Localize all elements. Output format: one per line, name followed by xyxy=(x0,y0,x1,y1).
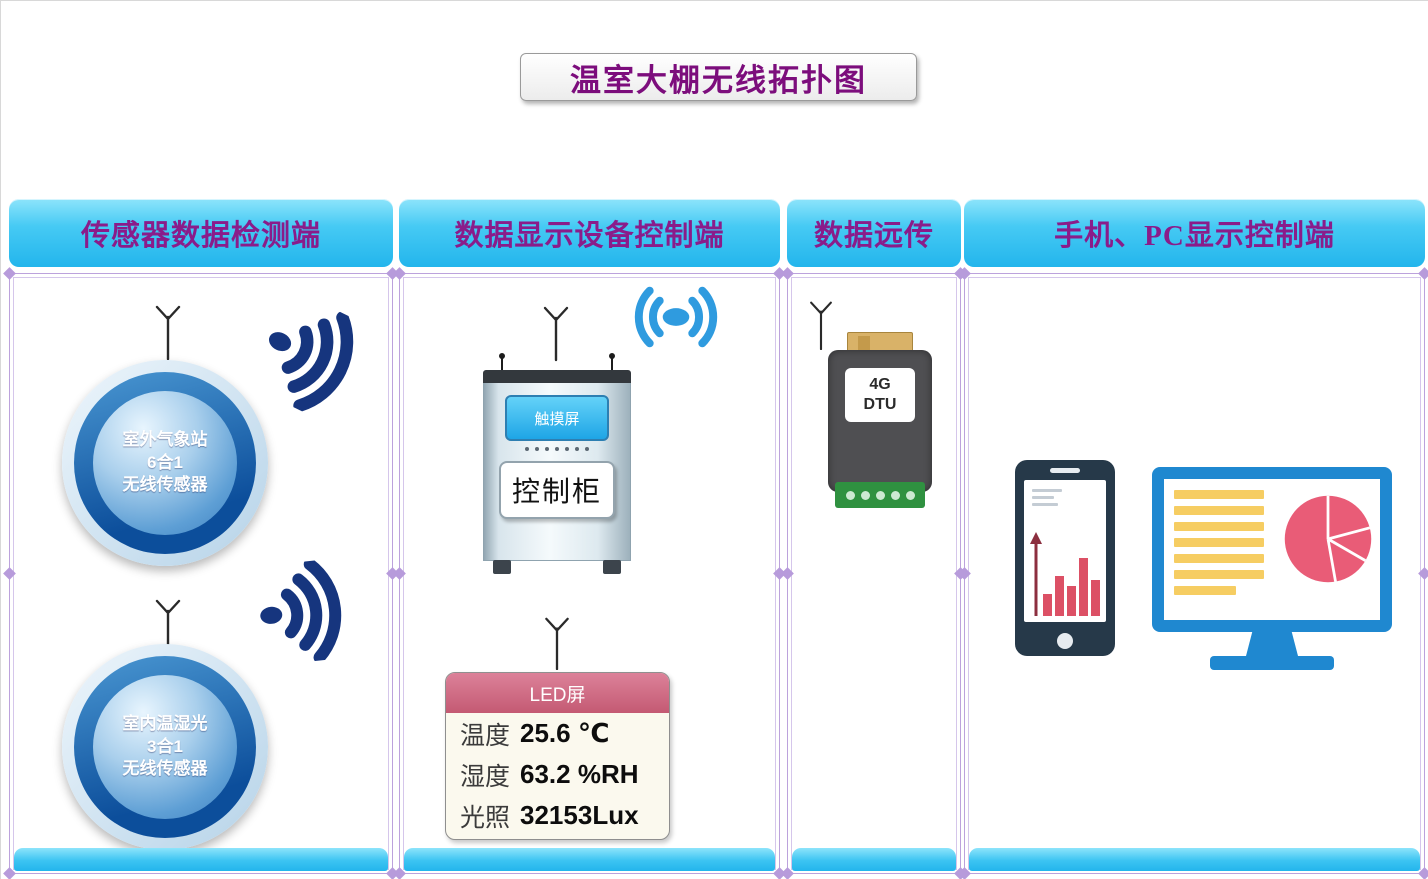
touch-screen-label: 触摸屏 xyxy=(534,410,580,428)
phone-screen xyxy=(1024,480,1106,622)
sensor-outer-ring: 室外气象站 6合1 无线传感器 xyxy=(62,360,268,566)
antenna-icon xyxy=(539,616,575,670)
dtu-device: 4G DTU xyxy=(828,332,932,522)
dtu-body: 4G DTU xyxy=(828,350,932,492)
frame-ornament xyxy=(3,267,16,280)
terminal-screw xyxy=(860,490,870,500)
led-display-panel: LED屏 温度 25.6 ℃ 湿度 63.2 %RH 光照 32153Lux xyxy=(445,672,670,840)
terminal-screw xyxy=(890,490,900,500)
panel-sensors: 室外气象站 6合1 无线传感器 xyxy=(3,267,399,879)
wifi-signal-icon xyxy=(244,288,413,443)
frame-ornament xyxy=(781,267,794,280)
outdoor-sensor-node: 室外气象站 6合1 无线传感器 xyxy=(62,360,268,566)
led-row-temperature: 温度 25.6 ℃ xyxy=(446,713,669,754)
panel-display-control: 触摸屏 控制柜 LED屏 温度 25.6 ℃ xyxy=(393,267,786,879)
antenna-icon xyxy=(804,300,838,350)
desktop-monitor-icon xyxy=(1152,467,1392,672)
monitor-text-lines xyxy=(1174,490,1264,602)
footer-band xyxy=(969,848,1420,871)
monitor-pie-chart xyxy=(1282,493,1374,585)
column-header-label: 数据远传 xyxy=(813,220,934,252)
sensor-label: 室内温湿光 3合1 无线传感器 xyxy=(93,675,237,819)
wifi-signal-icon xyxy=(247,553,397,667)
monitor-frame xyxy=(1152,467,1392,632)
sensor-label-line: 6合1 xyxy=(147,452,183,472)
phone-text-line xyxy=(1032,496,1054,499)
frame-ornament xyxy=(1418,267,1428,280)
column-header-phone-pc: 手机、PC显示控制端 xyxy=(964,199,1425,267)
terminal-screw xyxy=(845,490,855,500)
frame-ornament xyxy=(393,566,406,580)
broadcast-icon xyxy=(602,286,750,348)
column-header-label: 手机、PC显示控制端 xyxy=(1054,220,1335,252)
indoor-sensor-node: 室内温湿光 3合1 无线传感器 xyxy=(62,644,268,850)
antenna-icon xyxy=(538,304,574,362)
dtu-label: 4G DTU xyxy=(845,368,915,422)
terminal-screw xyxy=(875,490,885,500)
phone-text-line xyxy=(1032,503,1058,506)
panel-remote-transmission: 4G DTU xyxy=(781,267,967,879)
phone-text-line xyxy=(1032,489,1062,492)
smartphone-icon xyxy=(1015,460,1115,656)
frame-ornament xyxy=(3,566,16,580)
phone-bar-chart xyxy=(1026,516,1104,620)
led-metric-value: 25.6 ℃ xyxy=(520,718,610,748)
footer-band xyxy=(792,848,956,871)
led-metric-name: 温度 xyxy=(460,722,511,750)
cabinet-body: 触摸屏 控制柜 xyxy=(483,383,631,561)
cabinet-label: 控制柜 xyxy=(499,461,615,519)
cabinet-foot xyxy=(493,560,511,574)
column-header-sensors: 传感器数据检测端 xyxy=(9,199,393,267)
frame-ornament xyxy=(1418,566,1428,580)
touch-screen: 触摸屏 xyxy=(505,395,609,441)
column-header-label: 传感器数据检测端 xyxy=(80,220,321,252)
page-title: 温室大棚无线拓扑图 xyxy=(520,53,917,101)
footer-band xyxy=(14,848,388,871)
antenna-icon xyxy=(150,304,186,360)
mini-antenna-icon xyxy=(499,353,505,371)
sensor-label-line: 室外气象站 xyxy=(122,429,208,449)
monitor-screen xyxy=(1164,479,1380,620)
sensor-inner-ring: 室外气象站 6合1 无线传感器 xyxy=(74,372,256,554)
sensor-label-line: 3合1 xyxy=(147,736,183,756)
cabinet-foot xyxy=(603,560,621,574)
column-header-remote-transmission: 数据远传 xyxy=(787,199,961,267)
sensor-label-line: 室内温湿光 xyxy=(122,713,208,733)
led-metric-name: 湿度 xyxy=(460,763,511,791)
sensor-label-line: 无线传感器 xyxy=(122,475,208,495)
panel-phone-pc xyxy=(958,267,1428,879)
terminal-screw xyxy=(905,490,915,500)
mini-antenna-icon xyxy=(609,353,615,371)
footer-band xyxy=(404,848,775,871)
led-metric-name: 光照 xyxy=(460,804,511,832)
cabinet-top-strip xyxy=(483,370,631,383)
column-header-display-control: 数据显示设备控制端 xyxy=(399,199,780,267)
dtu-terminal-block xyxy=(835,482,925,508)
monitor-stand-base xyxy=(1210,656,1334,670)
sensor-label-line: 无线传感器 xyxy=(122,759,208,779)
led-row-light: 光照 32153Lux xyxy=(446,795,669,836)
cabinet-vents xyxy=(484,447,630,451)
phone-speaker xyxy=(1050,468,1080,473)
sensor-label: 室外气象站 6合1 无线传感器 xyxy=(93,391,237,535)
page-title-text: 温室大棚无线拓扑图 xyxy=(570,62,867,98)
frame-ornament xyxy=(781,566,794,580)
led-panel-title: LED屏 xyxy=(529,684,586,706)
monitor-stand-neck xyxy=(1246,632,1298,656)
sensor-outer-ring: 室内温湿光 3合1 无线传感器 xyxy=(62,644,268,850)
led-metric-value: 32153Lux xyxy=(520,800,639,830)
column-header-label: 数据显示设备控制端 xyxy=(454,220,725,252)
led-row-humidity: 湿度 63.2 %RH xyxy=(446,754,669,795)
phone-home-button xyxy=(1057,633,1073,649)
control-cabinet: 触摸屏 控制柜 xyxy=(481,353,633,574)
led-panel-header: LED屏 xyxy=(446,673,669,713)
led-metric-value: 63.2 %RH xyxy=(520,759,639,789)
sensor-inner-ring: 室内温湿光 3合1 无线传感器 xyxy=(74,656,256,838)
